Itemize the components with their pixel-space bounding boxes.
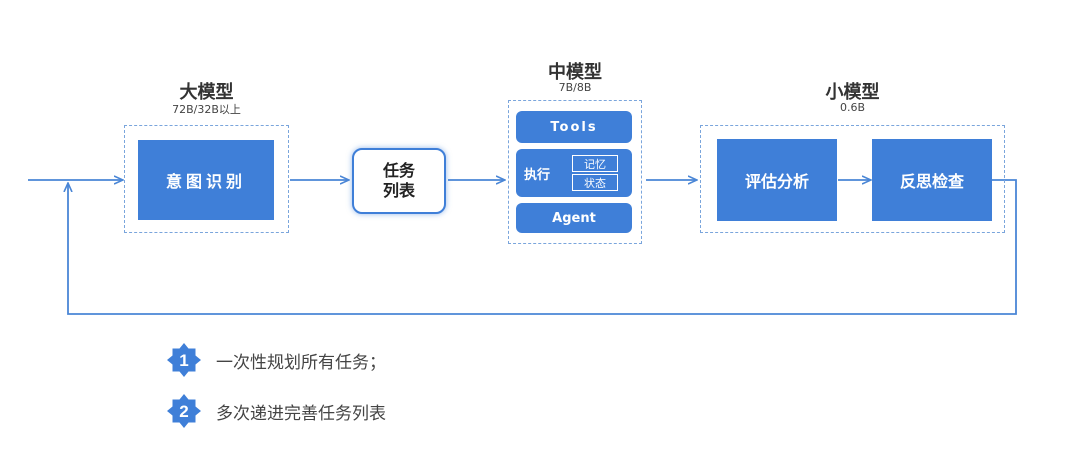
memory-tag: 记忆	[572, 155, 618, 172]
evaluate-node[interactable]: 评估分析	[717, 139, 837, 221]
legend-number: 2	[179, 402, 188, 421]
legend-text: 一次性规划所有任务；	[216, 352, 386, 373]
state-tag: 状态	[572, 174, 618, 191]
legend-item: 2 多次递进完善任务列表	[166, 393, 386, 429]
large-model-title: 大模型	[179, 82, 234, 103]
medium-model-container	[508, 100, 642, 244]
execute-label: 执行	[524, 167, 551, 183]
numbered-badge-icon: 1	[167, 343, 201, 377]
task-list-line1: 任务	[382, 161, 415, 180]
reflect-node[interactable]: 反思检查	[872, 139, 992, 221]
feedback-loop	[68, 179, 1017, 315]
legend-text: 多次递进完善任务列表	[216, 403, 386, 424]
large-model-container	[124, 125, 289, 233]
medium-model-subtitle: 7B/8B	[558, 81, 592, 94]
task-list-node[interactable]: 任务 列表	[352, 148, 446, 214]
intent-recognition-node[interactable]: 意图识别	[138, 140, 274, 220]
large-model-subtitle: 72B/32B以上	[172, 103, 241, 116]
small-model-title: 小模型	[825, 82, 880, 103]
task-list-line2: 列表	[382, 181, 415, 200]
numbered-badge-icon: 2	[167, 394, 201, 428]
small-model-container	[700, 125, 1005, 233]
execute-node[interactable]: 执行	[516, 149, 632, 197]
small-model-subtitle: 0.6B	[839, 101, 866, 114]
legend-number: 1	[179, 351, 188, 370]
agent-node[interactable]: Agent	[516, 203, 632, 233]
tools-node[interactable]: Tools	[516, 111, 632, 143]
legend-item: 1 一次性规划所有任务；	[166, 342, 386, 378]
medium-model-title: 中模型	[548, 62, 602, 83]
